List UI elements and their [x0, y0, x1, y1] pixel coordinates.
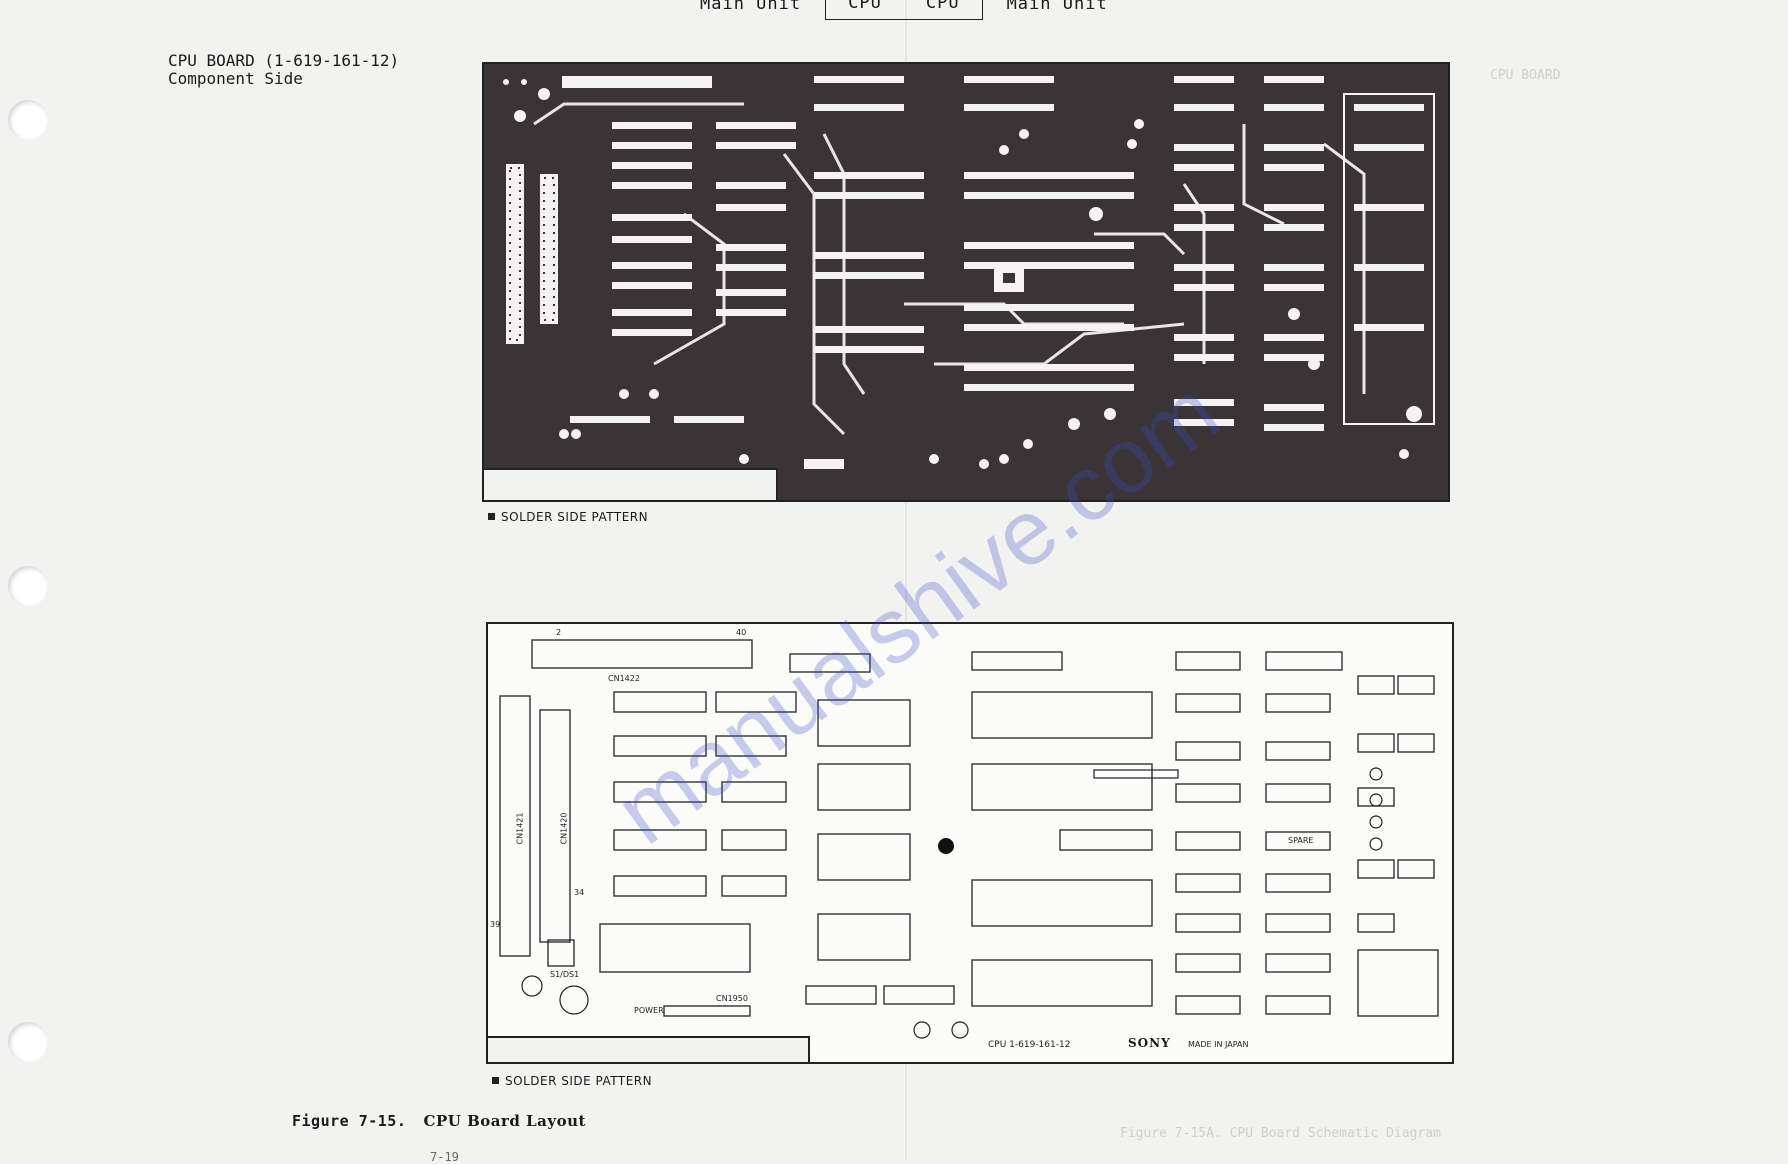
- page-number: 7-19: [430, 1150, 459, 1164]
- pin-label-2: 2: [556, 628, 562, 637]
- top-board-caption-text: SOLDER SIDE PATTERN: [501, 510, 649, 524]
- figure-title: CPU Board Layout: [423, 1112, 586, 1130]
- ic-outlines: [499, 639, 1439, 1017]
- board-title: CPU BOARD (1-619-161-12) Component Side: [168, 52, 399, 88]
- figure-number: Figure 7-15.: [292, 1112, 407, 1130]
- pin-label-40: 40: [736, 628, 747, 637]
- silkscreen-svg: [499, 639, 1439, 1039]
- ghost-bottom-caption: Figure 7-15A. CPU Board Schematic Diagra…: [1120, 1126, 1441, 1141]
- connector-label-cn1421: CN1421: [515, 812, 525, 845]
- top-board-caption: SOLDER SIDE PATTERN: [488, 510, 648, 524]
- mount-hole: [938, 838, 954, 854]
- binder-hole-middle: [8, 566, 48, 606]
- sony-logo: SONY: [1128, 1036, 1171, 1050]
- caption-bullet-icon: [492, 1077, 499, 1084]
- vias: [503, 79, 1422, 469]
- board-notch: [484, 468, 778, 500]
- header-box: CPU CPU: [825, 0, 983, 20]
- pin-label-39: 39: [490, 920, 501, 929]
- round-components: [521, 767, 1383, 1039]
- connector-label-cn1950: CN1950: [716, 994, 748, 1003]
- header-box-label-2: CPU: [925, 0, 960, 13]
- board-notch: [488, 1036, 810, 1062]
- side-component-block: [1343, 93, 1435, 425]
- binder-hole-top: [8, 100, 48, 140]
- board-title-line1: CPU BOARD (1-619-161-12): [168, 51, 400, 70]
- made-in-label: MADE IN JAPAN: [1188, 1040, 1249, 1049]
- connector-label-cn1420: CN1420: [559, 812, 569, 845]
- solder-side-pattern-board: [482, 62, 1450, 502]
- part-number-label: CPU 1-619-161-12: [988, 1040, 1071, 1050]
- caption-bullet-icon: [488, 513, 495, 520]
- power-label: POWER: [634, 1006, 664, 1015]
- ghost-right-label: CPU BOARD: [1490, 68, 1561, 83]
- header-left-label: Main Unit: [700, 0, 802, 14]
- pad-rows: [506, 76, 1424, 469]
- block-header: Main Unit CPU CPU Main Unit: [700, 0, 1108, 20]
- connector-label-cn1422: CN1422: [608, 674, 640, 683]
- page-fold: [905, 0, 907, 1160]
- binder-hole-bottom: [8, 1022, 48, 1062]
- bottom-board-caption: SOLDER SIDE PATTERN: [492, 1074, 652, 1088]
- pin-label-34: 34: [574, 888, 585, 897]
- copper-pattern-svg: [503, 76, 1435, 469]
- switch-label: S1/DS1: [550, 970, 580, 979]
- figure-caption: Figure 7-15. CPU Board Layout: [292, 1112, 586, 1130]
- component-layout-board: 2 40 CN1422 39 34 CN1421 CN1420 S1/DS1 P…: [486, 622, 1454, 1064]
- board-title-line2: Component Side: [168, 69, 303, 88]
- header-right-label: Main Unit: [1006, 0, 1108, 14]
- spare-label: SPARE: [1288, 836, 1314, 845]
- pin-holes: [509, 167, 555, 341]
- header-box-label-1: CPU: [848, 0, 882, 13]
- bottom-board-caption-text: SOLDER SIDE PATTERN: [505, 1074, 653, 1088]
